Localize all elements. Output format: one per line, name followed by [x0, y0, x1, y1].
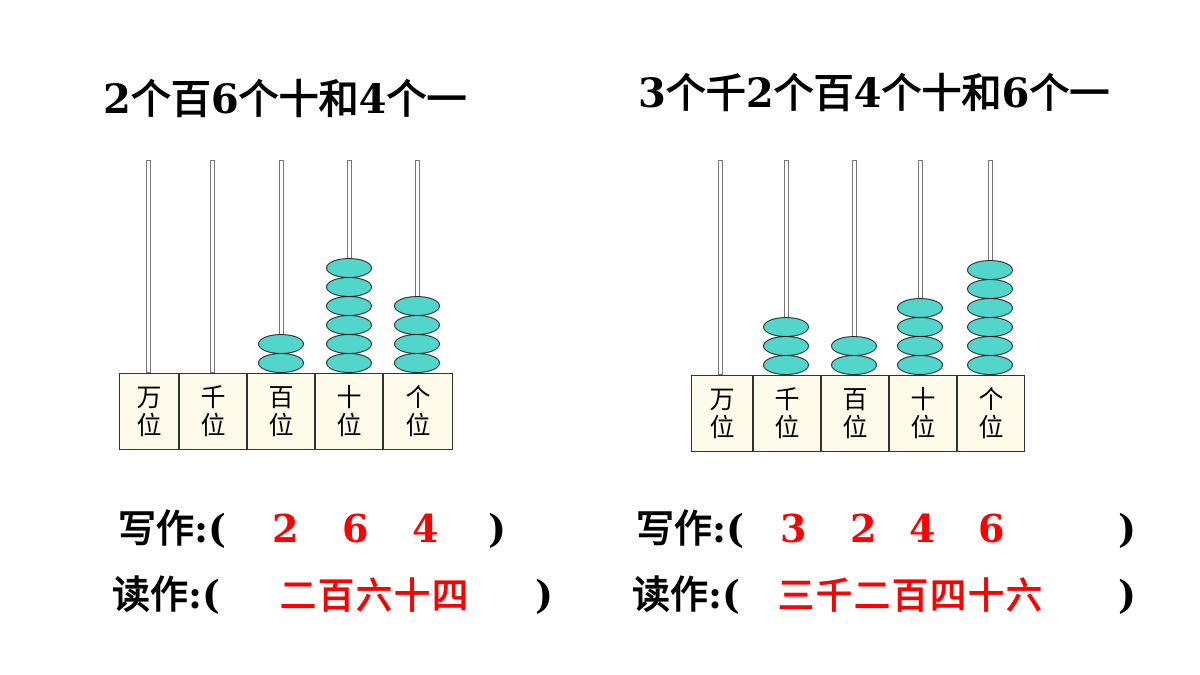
right-cell-label-wan-2: 位 [709, 412, 735, 442]
right-bead-qian-2 [763, 336, 809, 356]
left-rod-qian [210, 160, 215, 373]
right-read-label: 读作:( [632, 572, 741, 617]
left-bead-ge-4 [394, 296, 440, 316]
right-title: 3个千2个百4个十和6个一 [638, 70, 1110, 117]
left-cell-wan: 万位 [119, 373, 179, 450]
right-cell-wan: 万位 [691, 375, 753, 452]
left-rod-bai [279, 160, 284, 373]
left-bead-bai-1 [258, 353, 304, 373]
left-cell-qian: 千位 [179, 373, 247, 450]
left-cell-label-ge-2: 位 [405, 410, 431, 440]
left-cell-label-shi-2: 位 [336, 410, 362, 440]
right-bead-ge-5 [967, 279, 1013, 299]
right-cell-ge: 个位 [957, 375, 1025, 452]
left-cell-shi: 十位 [315, 373, 383, 450]
right-cell-label-qian-2: 位 [774, 412, 800, 442]
right-cell-label-shi-1: 十 [910, 384, 936, 414]
left-rod-ge [415, 160, 420, 373]
left-read-close-paren: ) [535, 572, 553, 617]
right-rod-qian [784, 160, 789, 375]
left-bead-shi-4 [326, 296, 372, 316]
left-cell-label-wan-2: 位 [136, 410, 162, 440]
right-read-text: 三千二百四十六 [778, 575, 1045, 617]
right-bead-qian-3 [763, 317, 809, 337]
right-bead-bai-1 [831, 355, 877, 375]
right-cell-label-ge-1: 个 [978, 384, 1004, 414]
right-cell-shi: 十位 [889, 375, 957, 452]
left-bead-ge-1 [394, 353, 440, 373]
right-write-digit-1: 3 [780, 506, 807, 551]
left-bead-shi-6 [326, 258, 372, 278]
right-write-digit-2: 2 [850, 506, 877, 551]
left-write-label: 写作:( [118, 506, 227, 551]
right-write-digit-4: 6 [978, 506, 1005, 551]
right-rod-wan [718, 160, 723, 375]
left-rod-wan [146, 160, 151, 373]
right-bead-bai-2 [831, 336, 877, 356]
left-bead-ge-2 [394, 334, 440, 354]
right-cell-label-wan-1: 万 [709, 384, 735, 414]
right-bead-ge-6 [967, 260, 1013, 280]
left-cell-label-qian-2: 位 [200, 410, 226, 440]
left-cell-label-bai-2: 位 [268, 410, 294, 440]
left-write-digit-3: 4 [412, 506, 439, 551]
right-bead-shi-4 [897, 298, 943, 318]
right-bead-shi-1 [897, 355, 943, 375]
right-write-label: 写作:( [636, 506, 745, 551]
left-bead-shi-5 [326, 277, 372, 297]
right-bead-ge-3 [967, 317, 1013, 337]
left-read-label: 读作:( [112, 572, 221, 617]
right-bead-shi-3 [897, 317, 943, 337]
left-cell-label-qian-1: 千 [200, 382, 226, 412]
left-bead-shi-2 [326, 334, 372, 354]
right-write-digit-3: 4 [909, 506, 936, 551]
right-cell-label-bai-1: 百 [842, 384, 868, 414]
right-bead-qian-1 [763, 355, 809, 375]
left-title: 2个百6个十和4个一 [103, 76, 467, 123]
left-cell-ge: 个位 [383, 373, 453, 450]
left-cell-label-wan-1: 万 [136, 382, 162, 412]
right-cell-bai: 百位 [821, 375, 889, 452]
right-write-close-paren: ) [1118, 506, 1136, 551]
left-bead-shi-1 [326, 353, 372, 373]
left-rod-shi [347, 160, 352, 373]
left-write-digit-2: 6 [342, 506, 369, 551]
left-cell-label-bai-1: 百 [268, 382, 294, 412]
left-cell-bai: 百位 [247, 373, 315, 450]
left-write-close-paren: ) [488, 506, 506, 551]
right-rod-bai [852, 160, 857, 375]
right-rod-ge [988, 160, 993, 375]
left-bead-shi-3 [326, 315, 372, 335]
right-bead-ge-1 [967, 355, 1013, 375]
right-cell-qian: 千位 [753, 375, 821, 452]
right-cell-label-qian-1: 千 [774, 384, 800, 414]
left-read-text: 二百六十四 [280, 575, 471, 617]
left-cell-label-shi-1: 十 [336, 382, 362, 412]
right-read-close-paren: ) [1118, 572, 1136, 617]
right-rod-shi [918, 160, 923, 375]
right-bead-ge-4 [967, 298, 1013, 318]
right-cell-label-bai-2: 位 [842, 412, 868, 442]
right-cell-label-shi-2: 位 [910, 412, 936, 442]
left-bead-bai-2 [258, 334, 304, 354]
right-cell-label-ge-2: 位 [978, 412, 1004, 442]
left-cell-label-ge-1: 个 [405, 382, 431, 412]
right-bead-ge-2 [967, 336, 1013, 356]
left-write-digit-1: 2 [272, 506, 299, 551]
left-bead-ge-3 [394, 315, 440, 335]
right-bead-shi-2 [897, 336, 943, 356]
